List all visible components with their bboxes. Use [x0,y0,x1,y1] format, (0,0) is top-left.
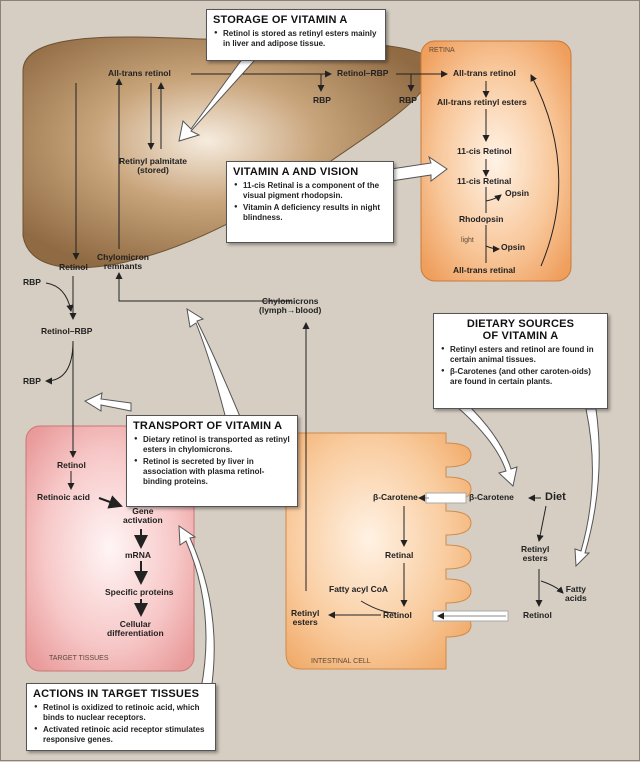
all-trans-retinyl-esters: All-trans retinyl esters [437,97,527,107]
light-label: light [461,237,474,244]
callout-vision-item: Vitamin A deficiency results in night bl… [234,203,387,223]
actions-callout-arrow [178,525,215,692]
callout-storage-list: Retinol is stored as retinyl esters main… [213,29,379,49]
transport-callout-arrow-1 [186,307,242,420]
callout-dietary: DIETARY SOURCES OF VITAMIN A Retinyl est… [433,313,608,409]
callout-vision-item: 11-cis Retinal is a component of the vis… [234,181,387,201]
callout-transport: TRANSPORT OF VITAMIN A Dietary retinol i… [126,415,298,507]
retinol-rbp-top: Retinol–RBP [337,68,389,78]
retinoic-acid: Retinoic acid [37,492,90,502]
callout-dietary-list: Retinyl esters and retinol are found in … [440,345,601,387]
callout-actions-item: Retinol is oxidized to retinoic acid, wh… [34,703,209,723]
rbp-label-a: RBP [313,95,331,105]
callout-vision-title: VITAMIN A AND VISION [233,166,359,178]
callout-actions-item: Activated retinoic acid receptor stimula… [34,725,209,745]
target-retinol: Retinol [57,460,86,470]
retinyl-palmitate: Retinyl palmitate (stored) [119,156,188,176]
rhodopsin: Rhodopsin [459,214,504,224]
all-trans-retinal: All-trans retinal [453,265,516,275]
retinol-inner: Retinol [383,610,412,620]
retina-all-trans-retinol: All-trans retinol [453,68,516,78]
callout-actions-title: ACTIONS IN TARGET TISSUES [33,688,200,700]
retinyl-esters-outer: Retinyl esters [521,544,550,564]
liver-retinol: Retinol [59,262,88,272]
fatty-acyl-coa: Fatty acyl CoA [329,584,389,594]
chylomicrons-label: Chylomicrons (lymph→blood) [259,296,322,316]
cellular-differentiation: Cellular differentiation [107,619,164,639]
retinyl-esters-inner: Retinyl esters [291,608,320,628]
callout-transport-title: TRANSPORT OF VITAMIN A [133,420,283,432]
retina-region [420,40,572,282]
callout-vision-list: 11-cis Retinal is a component of the vis… [233,181,387,223]
beta-carotene-outer: β-Carotene [469,492,514,502]
rbp-left-top: RBP [23,277,41,287]
cis-retinol: 11-cis Retinol [457,146,512,156]
callout-transport-item: Retinol is secreted by liver in associat… [134,457,291,487]
dietary-callout-arrow-2 [574,408,600,568]
mrna: mRNA [125,550,151,560]
opsin-in: Opsin [505,188,530,198]
intestinal-cell-region [285,432,472,670]
beta-carotene-inner: β-Carotene [373,492,418,502]
liver-all-trans-retinol: All-trans retinol [108,68,171,78]
callout-actions: ACTIONS IN TARGET TISSUES Retinol is oxi… [26,683,216,751]
retinol-outer: Retinol [523,610,552,620]
callout-transport-list: Dietary retinol is transported as retiny… [133,435,291,487]
chylomicron-remnants: Chylomicron remnants [97,252,149,272]
retinol-rbp-left: Retinol–RBP [41,326,93,336]
vision-callout-arrow [390,155,448,182]
intestinal-cell-label: INTESTINAL CELL [311,658,371,665]
callout-transport-item: Dietary retinol is transported as retiny… [134,435,291,455]
gene-activation: Gene activation [123,506,163,526]
callout-storage-item: Retinol is stored as retinyl esters main… [214,29,379,49]
rbp-left-bottom: RBP [23,376,41,386]
callout-dietary-title: DIETARY SOURCES OF VITAMIN A [466,318,575,342]
callout-storage-title: STORAGE OF VITAMIN A [213,14,348,26]
opsin-out: Opsin [501,242,526,252]
liver-shape [22,36,433,269]
cis-retinal: 11-cis Retinal [457,176,512,186]
storage-callout-arrow [178,46,264,142]
dietary-callout-arrow-1 [454,402,518,487]
retinal-label: Retinal [385,550,414,560]
callout-vision: VITAMIN A AND VISION 11-cis Retinal is a… [226,161,394,243]
specific-proteins: Specific proteins [105,587,174,597]
target-tissues-label: TARGET TISSUES [49,655,109,662]
callout-dietary-item: β-Carotenes (and other caroten-oids) are… [441,367,601,387]
callout-dietary-item: Retinyl esters and retinol are found in … [441,345,601,365]
diet-label: Diet [545,491,566,503]
retina-label: RETINA [429,47,455,54]
transport-callout-arrow-2 [83,392,132,412]
callout-storage: STORAGE OF VITAMIN A Retinol is stored a… [206,9,386,61]
rbp-label-b: RBP [399,95,417,105]
fatty-acids: Fatty acids [565,584,587,604]
callout-actions-list: Retinol is oxidized to retinoic acid, wh… [33,703,209,745]
